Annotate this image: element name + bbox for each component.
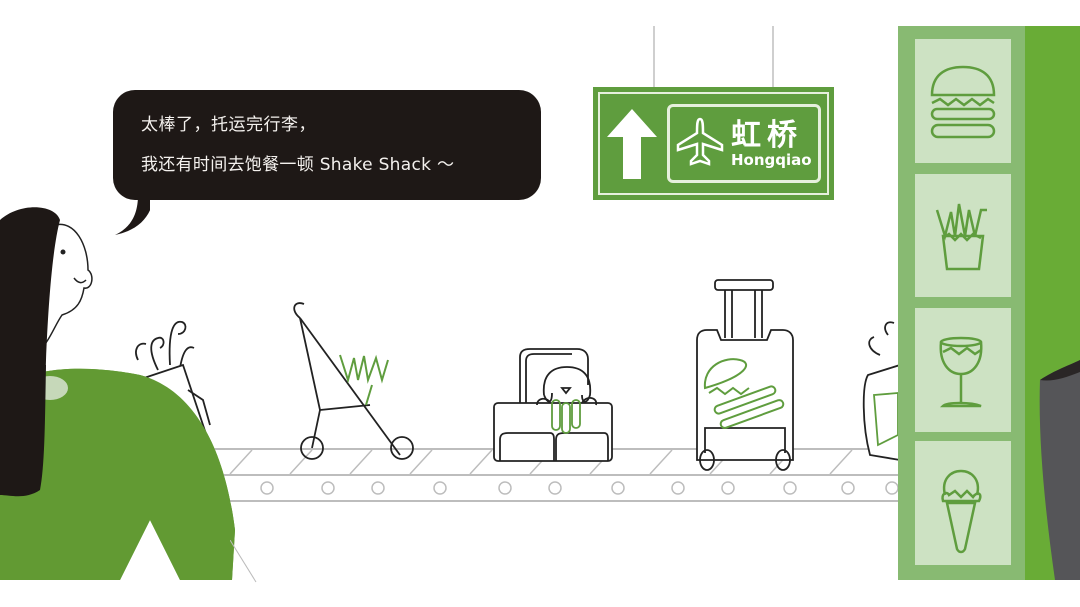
golf-bag-icon-right	[862, 321, 900, 461]
ice-cream-icon	[941, 469, 982, 554]
sign-rope-right	[772, 26, 774, 88]
burger-icon	[930, 65, 996, 139]
menu-tile-drink	[915, 308, 1011, 432]
speech-bubble: 太棒了，托运完行李， 我还有时间去饱餐一顿 Shake Shack ～	[113, 90, 541, 200]
sign-frame	[598, 92, 829, 195]
airport-direction-sign: 虹桥 Hongqiao	[593, 87, 834, 200]
conveyor-belt-bottom	[200, 500, 900, 502]
sign-rope-left	[653, 26, 655, 88]
woman-shirt-overlap	[0, 365, 235, 580]
suitcase-icon	[696, 279, 794, 471]
airplane-icon	[676, 117, 724, 166]
menu-tile-ice-cream	[915, 441, 1011, 565]
food-menu-panel	[898, 26, 1025, 580]
stroller-icon	[293, 302, 414, 460]
arrow-up-icon	[607, 109, 657, 179]
conveyor-belt-middle	[200, 474, 900, 476]
speech-line-2: 我还有时间去饱餐一顿 Shake Shack ～	[141, 155, 455, 175]
pet-carrier-icon	[493, 348, 613, 462]
drink-glass-icon	[939, 336, 983, 408]
sign-destination-cn: 虹桥	[731, 118, 803, 153]
sign-destination-en: Hongqiao	[731, 151, 812, 169]
fries-icon	[935, 203, 987, 271]
speech-line-1: 太棒了，托运完行李，	[141, 115, 316, 135]
speech-bubble-tail	[115, 195, 150, 235]
conveyor-belt-details	[229, 449, 899, 495]
menu-tile-fries	[915, 174, 1011, 297]
traveler-silhouette	[1039, 360, 1080, 580]
menu-tile-burger	[915, 39, 1011, 163]
floor-line	[230, 540, 257, 583]
sign-destination-box	[667, 104, 821, 183]
